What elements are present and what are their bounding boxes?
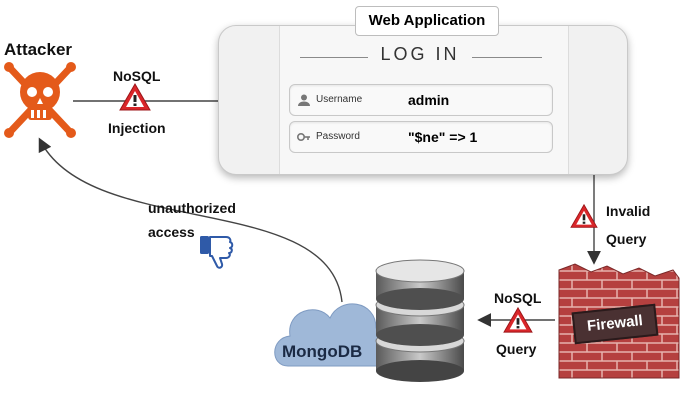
warning-icon xyxy=(119,82,151,111)
warning-icon xyxy=(570,203,598,228)
attacker-label: Attacker xyxy=(4,40,73,59)
injection-label-top: NoSQL xyxy=(113,68,161,84)
login-divider-left xyxy=(300,57,368,58)
nosql-query-label-top: NoSQL xyxy=(494,290,542,306)
invalid-query-label-top: Invalid xyxy=(606,203,651,219)
unauthorized-label-top: unauthorized xyxy=(148,200,236,216)
password-label: Password xyxy=(316,131,360,142)
warning-icon xyxy=(503,306,533,333)
username-label: Username xyxy=(316,94,363,105)
injection-label-bottom: Injection xyxy=(108,120,166,136)
login-divider-right xyxy=(472,57,542,58)
skull-crossbones-icon xyxy=(4,62,76,138)
nosql-query-label-bottom: Query xyxy=(496,341,537,357)
username-field[interactable]: Username admin xyxy=(289,84,553,116)
username-value: admin xyxy=(408,92,450,108)
webapp-title: Web Application xyxy=(355,6,499,36)
invalid-query-label-bottom: Query xyxy=(606,231,647,247)
password-field[interactable]: Password "$ne" => 1 xyxy=(289,121,553,153)
unauthorized-access-arrow xyxy=(38,137,343,303)
login-title: LOG IN xyxy=(380,44,460,64)
thumbs-down-icon xyxy=(200,236,234,269)
password-value: "$ne" => 1 xyxy=(408,129,478,145)
key-icon xyxy=(297,133,310,141)
mongodb-label: MongoDB xyxy=(282,342,363,361)
user-icon xyxy=(298,94,310,106)
database-icon xyxy=(375,259,465,382)
unauthorized-label-bottom: access xyxy=(148,224,195,240)
